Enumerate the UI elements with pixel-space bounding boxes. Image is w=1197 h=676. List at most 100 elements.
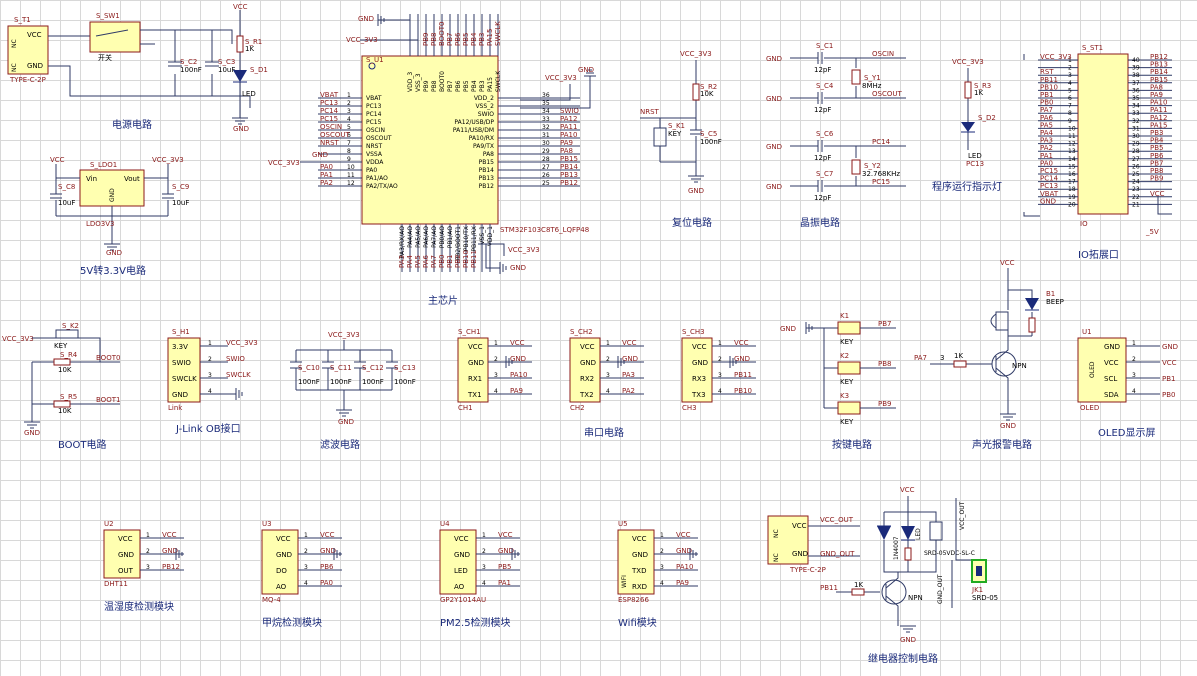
mcu-right-pin-num: 26: [542, 172, 550, 179]
title-uart: 串口电路: [584, 426, 624, 439]
reset-k1-ref: S_K1: [668, 122, 685, 130]
io-left-pin-num: 17: [1068, 179, 1076, 186]
mcu-top-pin-name: PB4: [471, 80, 478, 92]
mq4-pin-num: 2: [304, 548, 308, 555]
mcu-bottom-pin-name: PB1/AO: [447, 226, 454, 249]
mcu-right-pin-name: PB13: [479, 175, 495, 182]
mcu-right-pin-name: PA8: [483, 151, 494, 158]
jlink-pin-name: GND: [172, 391, 188, 399]
mcu-right-pin-name: PB12: [479, 183, 495, 190]
alarm-vcc: VCC: [1000, 259, 1015, 267]
uart-pin-num: 4: [718, 388, 722, 395]
mcu-right-pin-num: 31: [542, 132, 550, 139]
ldo-gnd-pin: GND: [109, 188, 116, 202]
dht-pin-name: VCC: [118, 535, 133, 543]
key-label: KEY: [840, 418, 854, 426]
mcu-right-pin-name: VDD_2: [474, 95, 494, 102]
wifi-pin-num: 2: [660, 548, 664, 555]
uart-net: PA10: [510, 371, 527, 379]
dht-body: [103, 529, 141, 579]
mcu-left-pin-name: OSCIN: [366, 127, 385, 134]
filter-cap-val: 100nF: [394, 378, 416, 386]
key-switch: [837, 401, 861, 415]
io-left-net: RST: [1040, 68, 1054, 76]
dht-ref: U2: [104, 520, 114, 528]
mcu-bottom-net: PB2: [454, 255, 462, 268]
mcu-gnd-bottom: GND: [510, 264, 526, 272]
mcu-right-pin-num: 29: [542, 148, 550, 155]
io-right-net: PB9: [1150, 175, 1163, 183]
io-right-net: PA11: [1150, 106, 1167, 114]
io-right-net: PB12: [1150, 53, 1168, 61]
mcu-left-pin-num: 10: [347, 164, 355, 171]
alarm-circuit: VCC B1 BEEP PA7 3 1K NPN GND 声光报警电路: [914, 259, 1064, 451]
key-ref: K1: [840, 312, 849, 320]
mcu-bottom-pin-name: PA6/AO: [423, 226, 430, 248]
io-left-pin-num: 11: [1068, 133, 1076, 140]
reset-vcc: VCC_3V3: [680, 50, 712, 58]
uart-pin-name: TX1: [467, 391, 482, 399]
io-right-pin-num: 40: [1132, 57, 1140, 64]
oled-pin-name: SDA: [1104, 391, 1119, 399]
mcu-left-pin-name: PA0: [366, 167, 377, 174]
led-r3-val: 1K: [974, 89, 983, 97]
uart-pin-num: 2: [494, 356, 498, 363]
mcu-bottom-pin-name: PB10/TX: [463, 226, 470, 251]
uart-module-ref: S_CH3: [682, 328, 705, 336]
io-right-net: PA9: [1150, 91, 1163, 99]
mcu-top-net: SWCLK: [494, 21, 502, 46]
alarm-pin-num: 3: [940, 354, 944, 362]
mcu-top-pin-name: PB8: [431, 80, 438, 92]
jlink-pin-name: 3.3V: [172, 343, 188, 351]
uart-net: GND: [622, 355, 638, 363]
mcu-right-net: PB13: [560, 171, 578, 179]
switch-label: 开关: [98, 53, 112, 62]
title-relay: 继电器控制电路: [868, 652, 938, 665]
uart-net: VCC: [622, 339, 637, 347]
alarm-gnd: GND: [1000, 422, 1016, 430]
io-right-net: PA12: [1150, 114, 1167, 122]
io-right-pin-num: 22: [1132, 194, 1140, 201]
uart-pin-num: 3: [494, 372, 498, 379]
filter-gnd: GND: [338, 418, 354, 426]
title-mcu: 主芯片: [428, 294, 458, 307]
mq4-net: PA0: [320, 579, 333, 587]
mcu-bottom-pin-name: PA5/AO: [415, 226, 422, 248]
oled-pin-num: 2: [1132, 356, 1136, 363]
alarm-b1-val: BEEP: [1046, 298, 1064, 306]
io-right-pin-num: 21: [1132, 201, 1140, 208]
relay-led: LED: [915, 528, 922, 540]
uart-pin-name: RX2: [580, 375, 594, 383]
ldo-vin: Vin: [86, 175, 97, 183]
io-left-net: PA1: [1040, 152, 1053, 160]
boot-vcc: VCC_3V3: [2, 335, 34, 343]
crystal-gnd-3: GND: [766, 143, 782, 151]
io-left-net: PB10: [1040, 83, 1058, 91]
title-filter: 滤波电路: [320, 438, 360, 451]
wifi-pin-name: GND: [632, 551, 648, 559]
mcu-top-pin-name: PB6: [455, 80, 462, 92]
mcu-gnd-right: GND: [578, 66, 594, 74]
io-right-pin-num: 39: [1132, 65, 1140, 72]
y2-ref: S_Y2: [864, 162, 881, 170]
io-right-pin-num: 26: [1132, 163, 1140, 170]
uart-net: PB11: [734, 371, 752, 379]
io-right-pin-num: 33: [1132, 110, 1140, 117]
io-left-pin-num: 3: [1068, 72, 1072, 79]
mcu-ref: S_U1: [366, 56, 384, 64]
mq4-part: MQ-4: [262, 596, 281, 604]
cap-c2-ref: S_C2: [180, 58, 197, 66]
io-right-net: PB4: [1150, 137, 1164, 145]
io-left-pin-num: 19: [1068, 194, 1076, 201]
wifi-label: WIFI: [621, 575, 628, 588]
pm25-net: PA1: [498, 579, 511, 587]
mcu-left-net: PA0: [320, 163, 333, 171]
pm25-net: VCC: [498, 531, 513, 539]
oled-net: VCC: [1162, 359, 1177, 367]
io-left-net: GND: [1040, 197, 1056, 205]
relay-jk-ref: JK1: [971, 586, 983, 594]
uart-pin-num: 3: [606, 372, 610, 379]
mcu-bottom-net: PA6: [422, 254, 430, 268]
mcu-right-net: PB12: [560, 179, 578, 187]
